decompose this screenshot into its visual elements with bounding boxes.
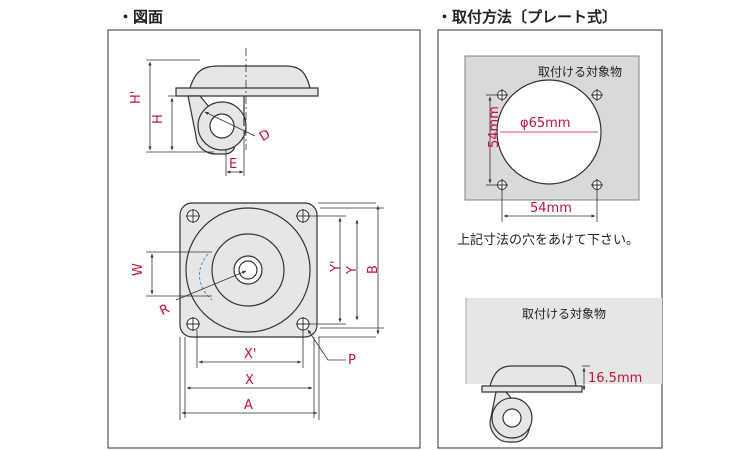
plate-height-dim xyxy=(486,94,496,186)
label-y: Y xyxy=(345,266,360,275)
label-r: R xyxy=(157,302,172,319)
label-w: W xyxy=(131,263,146,276)
side-height-dim xyxy=(582,365,590,391)
top-view-caster xyxy=(179,202,318,338)
plate-width-label: 54mm xyxy=(530,201,572,216)
side-height-label: 16.5mm xyxy=(588,371,642,386)
dim-h-prime xyxy=(146,59,214,153)
side-view-caster xyxy=(175,65,319,155)
label-h: H xyxy=(151,114,166,124)
plate-height-label: 54mm xyxy=(487,106,502,148)
label-x: X xyxy=(245,373,254,388)
label-h-prime: H' xyxy=(129,91,144,104)
dim-h xyxy=(168,95,190,151)
label-y-prime: Y' xyxy=(329,260,344,273)
side-target-label: 取付ける対象物 xyxy=(522,307,606,321)
left-panel-frame xyxy=(107,29,421,449)
right-section-title: ・取付方法〔プレート式〕 xyxy=(437,8,618,26)
right-panel-frame xyxy=(437,29,663,449)
label-x-prime: X' xyxy=(244,347,256,362)
left-section-title: ・図面 xyxy=(118,8,164,26)
label-e: E xyxy=(229,157,237,172)
plate-bolt-holes xyxy=(496,89,603,191)
dim-x-a xyxy=(179,330,320,420)
side-caster xyxy=(481,365,583,443)
dim-w xyxy=(146,251,212,297)
dim-p-leader xyxy=(307,329,346,361)
diameter-label: φ65mm xyxy=(520,116,570,131)
mounting-holes xyxy=(186,209,310,331)
label-p: P xyxy=(348,353,356,368)
label-a: A xyxy=(244,398,253,413)
dim-r-line xyxy=(175,270,247,301)
plate-width-dim xyxy=(501,190,598,222)
dim-e xyxy=(225,130,245,176)
plate-target-label: 取付ける対象物 xyxy=(538,65,622,79)
dim-y-b xyxy=(310,202,384,338)
label-d: D xyxy=(257,127,273,145)
label-b: B xyxy=(366,265,381,274)
dim-d-line xyxy=(204,111,256,137)
instruction-text: 上記寸法の穴をあけて下さい。 xyxy=(457,232,639,248)
